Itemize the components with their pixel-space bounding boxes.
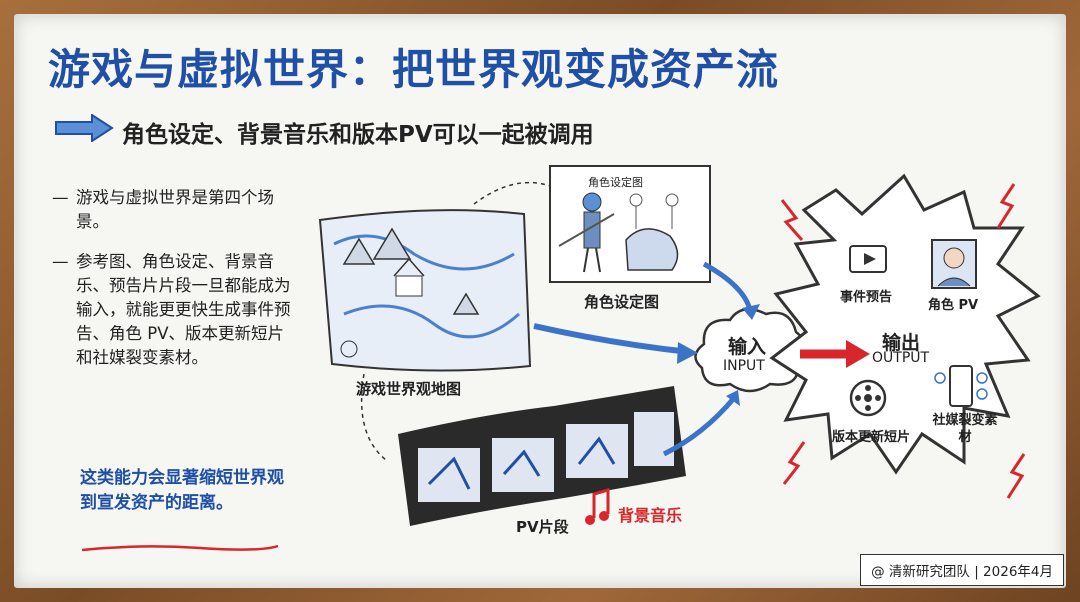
output-en-label: OUTPUT (872, 350, 929, 366)
event-trailer-label: 事件预告 (840, 286, 892, 305)
input-en-label: INPUT (723, 358, 765, 374)
bgm-label: 背景音乐 (618, 502, 682, 526)
diagram-art (14, 14, 1066, 588)
update-short-label: 版本更新短片 (832, 426, 910, 445)
input-label: 输入 (728, 332, 766, 359)
world-map-illustration (320, 210, 530, 370)
play-icon (850, 246, 886, 272)
character-sheet-label: 角色设定图 (584, 291, 659, 312)
social-assets-label: 社媒裂变素材 (932, 412, 998, 446)
whiteboard: 游戏与虚拟世界：把世界观变成资产流 角色设定、背景音乐和版本PV可以一起被调用 … (14, 14, 1066, 588)
character-pv-label: 角色 PV (928, 294, 978, 313)
world-map-label: 游戏世界观地图 (356, 378, 461, 399)
avatar-icon (932, 240, 976, 288)
character-sheet-header: 角色设定图 (588, 174, 643, 190)
pv-clip-label: PV片段 (516, 516, 569, 537)
music-note-icon (585, 490, 609, 525)
credit-badge: @ 清新研究团队 | 2026年4月 (860, 554, 1064, 586)
film-reel-icon (851, 381, 885, 415)
